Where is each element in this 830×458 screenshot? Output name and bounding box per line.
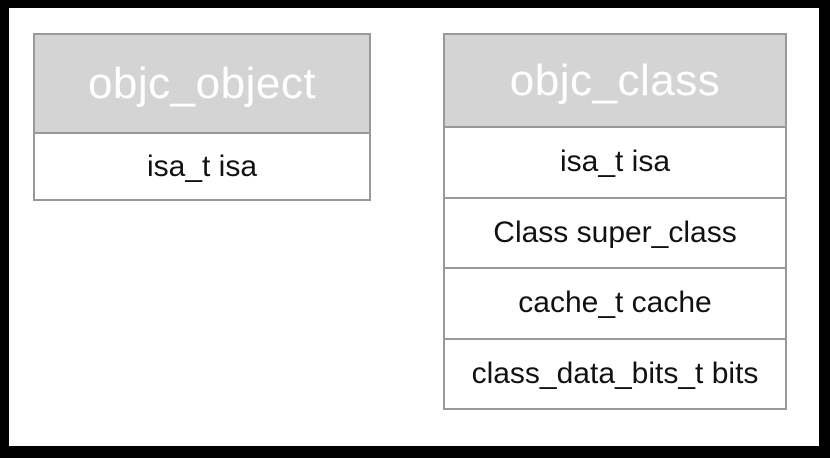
objc-object-struct-table: objc_object isa_t isa [33,33,371,201]
objc-class-field-cache: cache_t cache [445,269,785,340]
objc-class-field-isa: isa_t isa [445,128,785,199]
objc-class-struct-table: objc_class isa_t isa Class super_class c… [443,33,787,410]
objc-class-field-bits: class_data_bits_t bits [471,356,759,390]
objc-object-field-isa: isa_t isa [146,149,258,183]
objc-class-title: objc_class [445,35,785,128]
objc-class-field-super-class: Class super_class [445,199,785,269]
objc-object-title: objc_object [35,35,369,134]
